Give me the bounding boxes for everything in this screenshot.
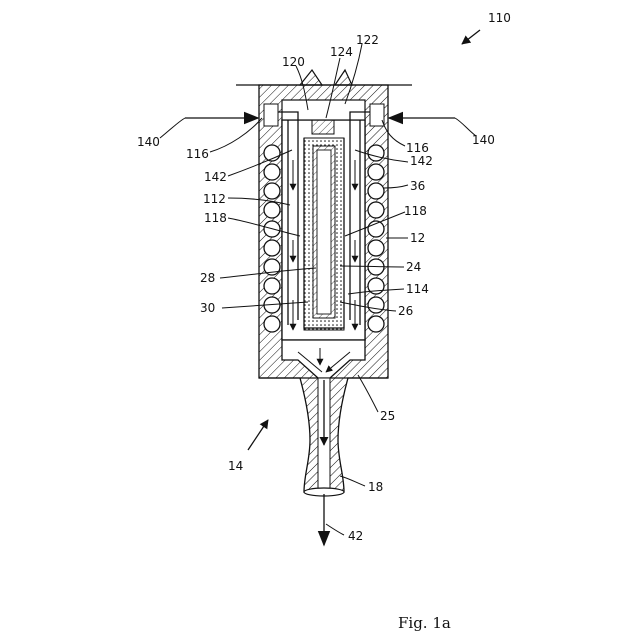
top-wedge-left — [300, 70, 322, 85]
label-36: 36 — [410, 179, 425, 193]
label-28: 28 — [200, 271, 215, 285]
label-142-right: 142 — [410, 154, 433, 168]
top-wedge-right — [335, 70, 352, 85]
figure-caption: Fig. 1a — [398, 614, 451, 632]
top-plug — [312, 120, 334, 134]
port-left — [264, 104, 278, 126]
label-42: 42 — [348, 529, 363, 543]
label-12: 12 — [410, 231, 425, 245]
label-122: 122 — [356, 33, 379, 47]
label-116-right: 116 — [406, 141, 429, 155]
label-142-left: 142 — [204, 170, 227, 184]
label-124: 124 — [330, 45, 353, 59]
top-plate — [282, 100, 365, 120]
label-120: 120 — [282, 55, 305, 69]
label-110: 110 — [488, 11, 511, 25]
label-114: 114 — [406, 282, 429, 296]
label-18: 18 — [368, 480, 383, 494]
label-24: 24 — [406, 260, 421, 274]
label-140-left: 140 — [137, 135, 160, 149]
label-140-right: 140 — [472, 133, 495, 147]
label-14: 14 — [228, 459, 243, 473]
label-26: 26 — [398, 304, 413, 318]
label-112: 112 — [203, 192, 226, 206]
label-118-left: 118 — [204, 211, 227, 225]
arrow-14 — [248, 420, 268, 450]
label-25: 25 — [380, 409, 395, 423]
label-118-right: 118 — [404, 204, 427, 218]
arrow-110 — [462, 30, 480, 44]
label-116-left: 116 — [186, 147, 209, 161]
port-right — [370, 104, 384, 126]
label-30: 30 — [200, 301, 215, 315]
